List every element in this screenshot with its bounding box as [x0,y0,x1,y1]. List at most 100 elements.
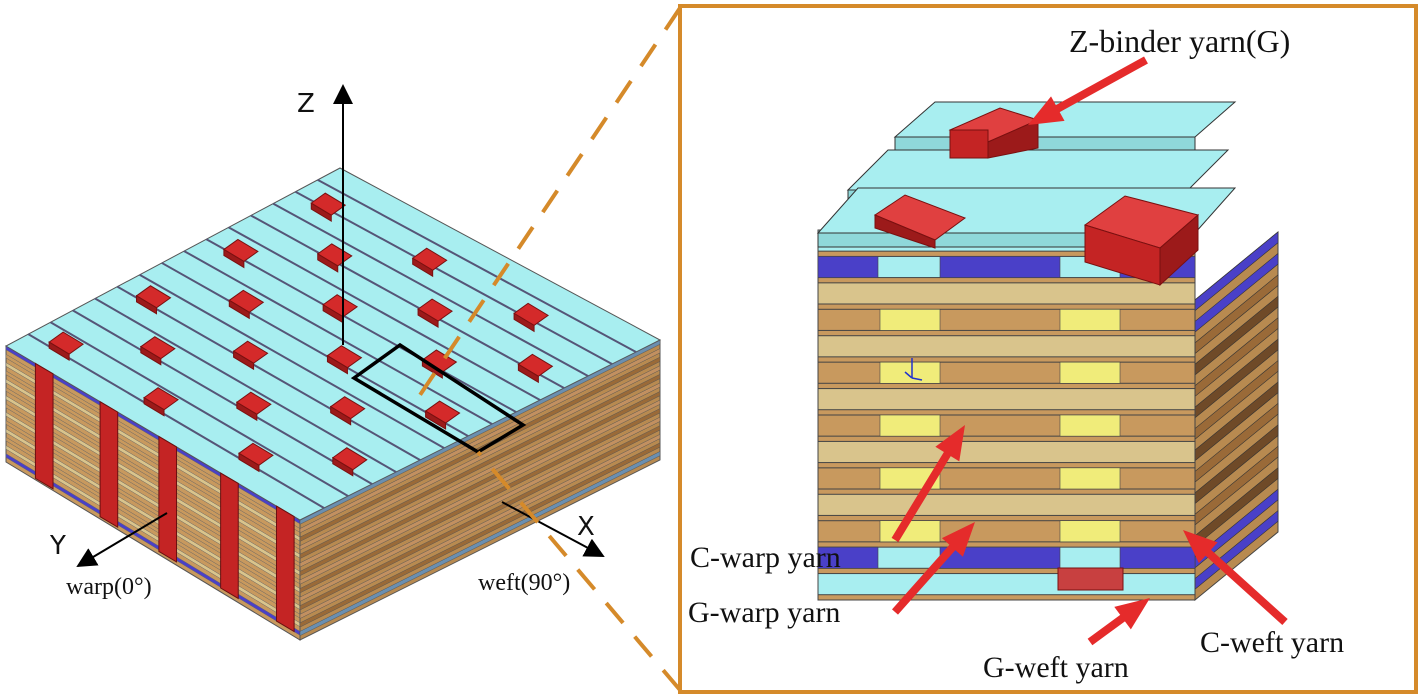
binder-square-side [140,345,162,366]
binder-square-side [317,253,339,273]
zoom-line-top [418,6,682,397]
weft-gap-line [139,273,445,449]
inset-labels: Z-binder yarn(G) C-warp yarn G-warp yarn… [688,23,1344,684]
binder-square-side [517,363,539,384]
weft-slab-front [894,136,1196,152]
top-weft-yarns [27,178,637,509]
callout-arrow [1183,530,1288,625]
binder-right-side [1159,213,1199,287]
x-axis-label: X [577,512,595,542]
binder-square-side [228,299,250,320]
weft-direction-label: weft(90°) [478,570,570,596]
layer-stripe [299,399,661,585]
front-layer [817,388,1196,411]
layer-stripe [299,425,661,611]
binder-square-side [330,405,352,426]
callout-arrows [891,56,1288,646]
zoom-selection-box [350,342,527,455]
binder-square-side [425,410,447,430]
vertical-binder [34,362,54,490]
callout-arrow [892,522,975,615]
binder-top-back-side [987,119,1039,159]
front-layer [817,308,1196,331]
weft-gap-line [50,321,349,497]
glass-warp-section [817,256,879,278]
front-layer [817,467,1196,490]
binder-bottom [1057,567,1124,591]
cell-top-binders [873,107,1200,591]
front-layer [817,335,1196,358]
g-weft-label: G-weft yarn [983,651,1129,684]
layer-stripe [299,416,661,602]
binder-square-side [48,341,70,361]
binder-square-side [136,294,158,315]
z-axis-label: Z [297,89,315,119]
front-layer [817,414,1196,437]
cell-side-layers [1194,231,1279,590]
top-binder-yarns [48,192,554,477]
right-face-layers [299,339,661,637]
vertical-binder [158,435,178,563]
glass-warp-section [817,546,879,569]
zoom-line-bottom [476,450,682,692]
weft-gap-line [161,262,469,437]
layer-stripe [299,373,661,559]
woven-block [4,167,662,641]
binder-square-side [236,401,258,422]
glass-weft-section [879,308,941,331]
glass-weft-section [1059,467,1121,490]
binder-square-side [238,452,260,473]
weft-gap-line [317,178,637,353]
warp-direction-label: warp(0°) [66,574,152,600]
glass-weft-section [879,361,941,384]
binder-square-side [417,308,439,328]
zoomed-unit-cell [816,101,1279,602]
weft-gap-line [94,297,397,473]
binder-square-side [223,248,245,269]
layer-stripe [299,365,661,551]
callout-arrow [1087,598,1150,646]
layer-stripe [299,348,661,534]
binder-square-side [310,202,332,223]
y-axis-label: Y [49,531,66,561]
glass-weft-section [1059,308,1121,331]
front-layer [817,361,1196,384]
binder-square-side [326,354,348,375]
glass-weft-section [1059,414,1121,437]
front-layer [817,520,1196,543]
front-layer [817,440,1196,464]
layer-stripe [299,382,661,568]
vertical-binder [220,472,239,600]
binder-left-front [874,214,936,249]
front-layer [817,573,1196,596]
front-binder-yarns [34,362,295,633]
c-warp-label: C-warp yarn [690,541,841,574]
glass-warp-section [939,256,1061,278]
weft-gap-line [250,214,565,389]
vertical-binder [275,505,295,633]
layer-stripe [299,442,661,628]
weft-gap-line [72,309,373,485]
c-weft-label: C-weft yarn [1200,626,1344,659]
weft-gap-line [116,285,421,461]
binder-square-side [143,396,165,417]
glass-weft-section [1059,361,1121,384]
front-layer [817,282,1196,305]
vertical-binder [99,400,119,528]
binder-square-side [513,312,535,333]
z-binder-label: Z-binder yarn(G) [1069,23,1290,59]
y-axis [76,512,168,568]
g-warp-label: G-warp yarn [688,596,840,629]
weft-gap-line [228,226,541,401]
layer-stripe [299,408,661,594]
weft-gap-line [272,202,589,377]
weft-slab-top [846,149,1230,191]
front-layer [817,493,1196,516]
glass-weft-section [879,520,941,543]
binder-square-side [412,257,434,278]
binder-square-side [233,350,255,371]
weft-gap-line [294,190,613,365]
small-axis-glyph [904,358,923,381]
x-axis [501,501,605,557]
